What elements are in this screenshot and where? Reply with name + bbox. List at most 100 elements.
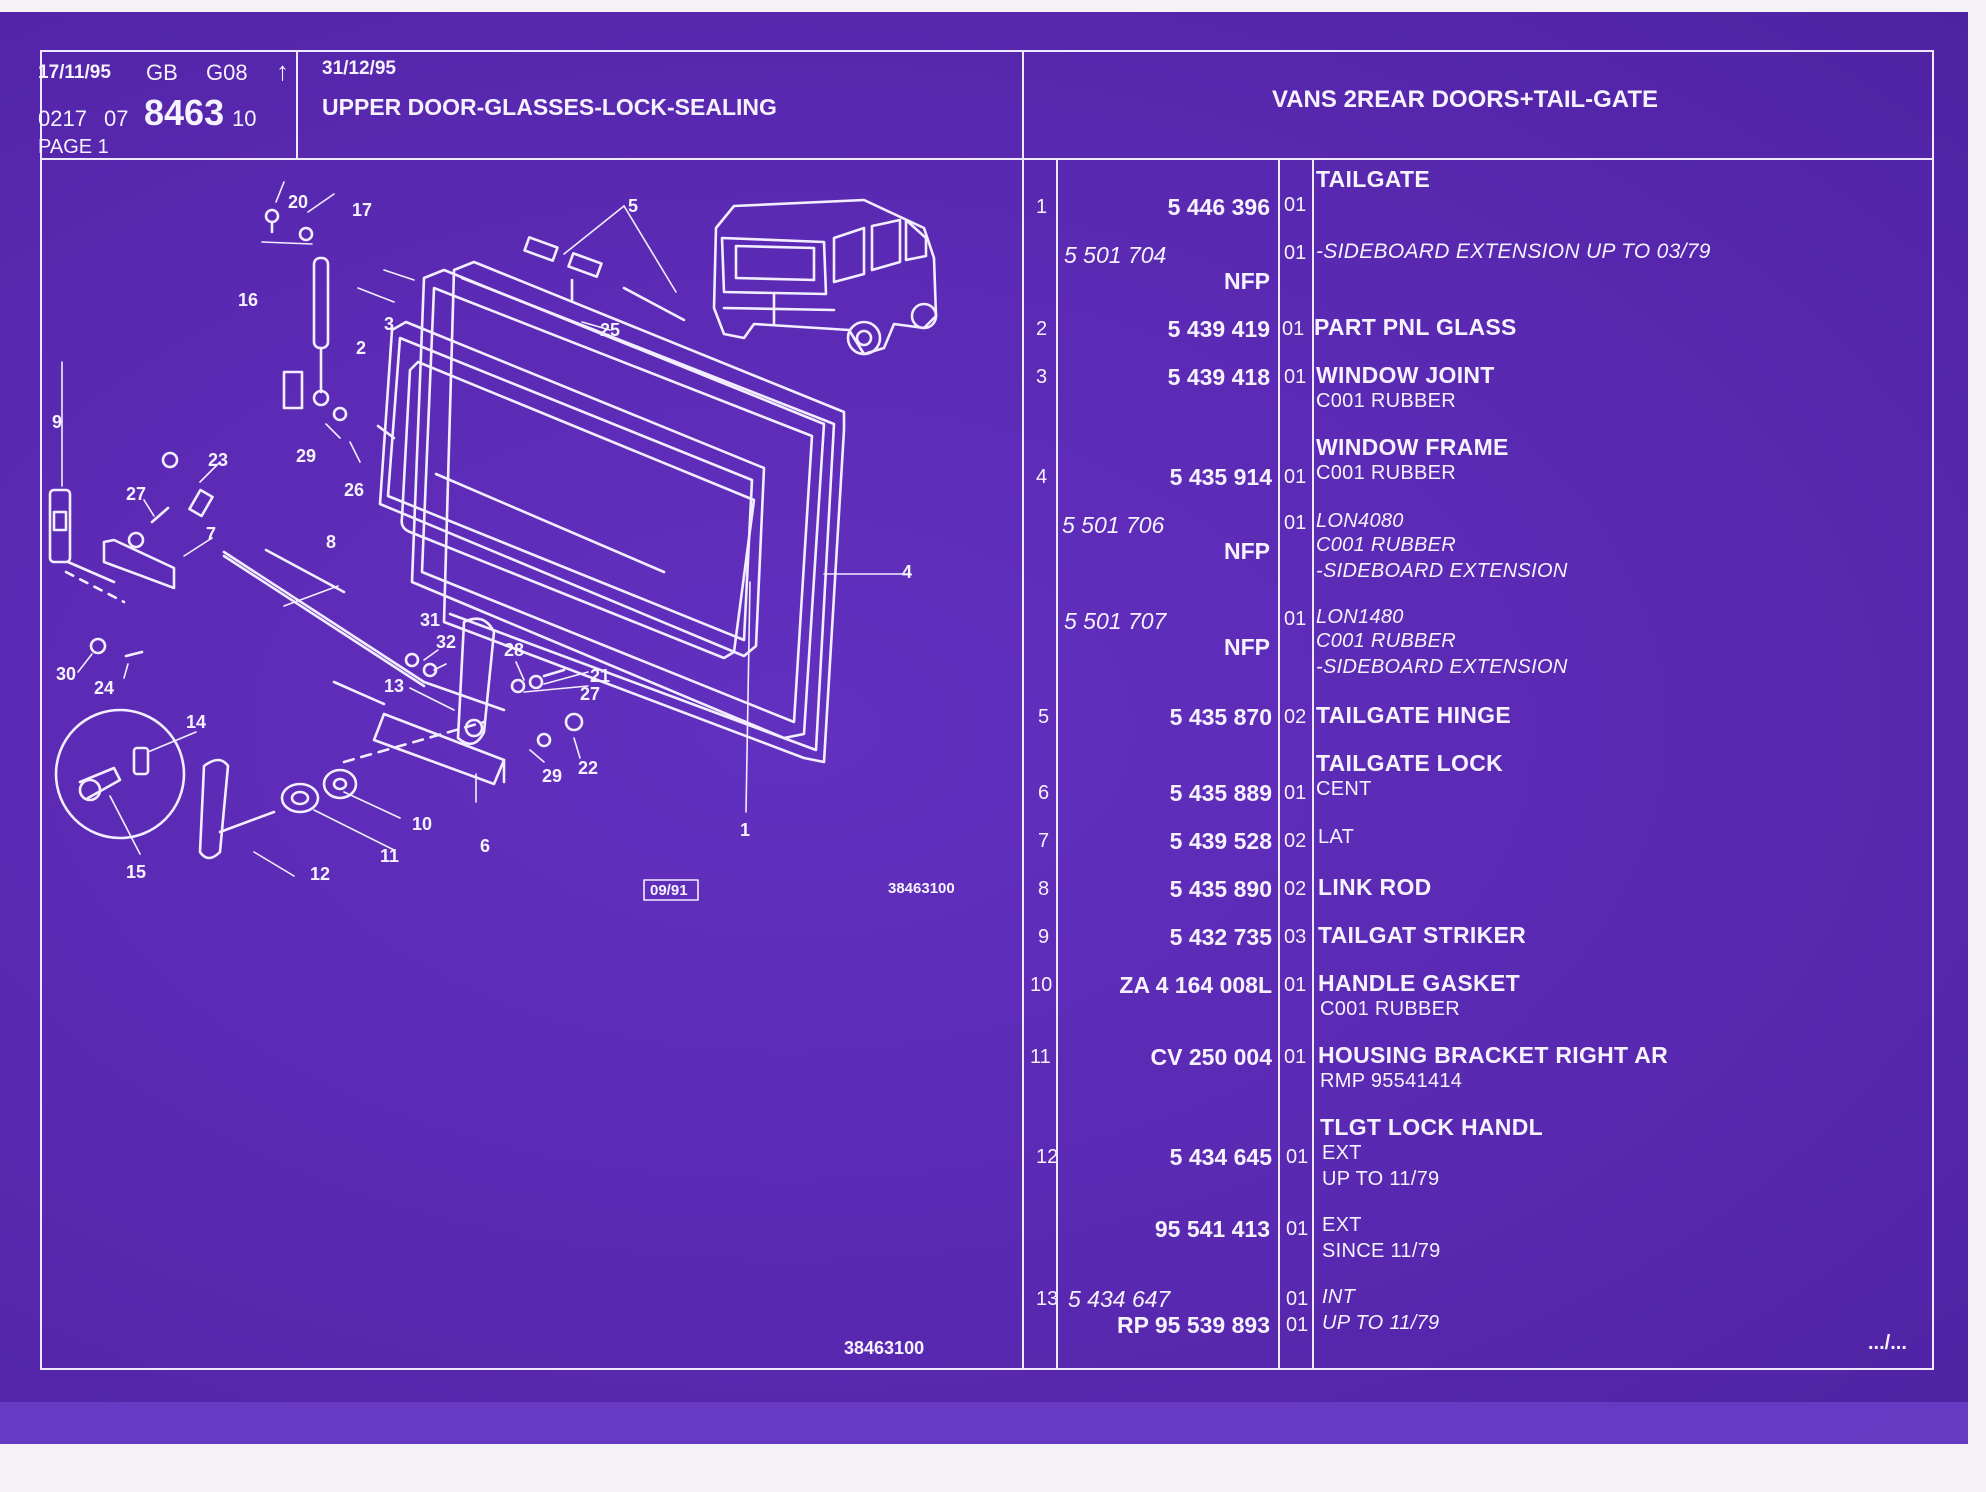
- callout-17: 17: [352, 200, 373, 220]
- leader-lines: [61, 181, 911, 877]
- ref-number: 8: [1038, 878, 1050, 900]
- callout-3: 3: [384, 314, 395, 334]
- nfp-flag: NFP: [1224, 268, 1270, 294]
- header-code-main: 8463: [144, 92, 225, 133]
- microfiche-sheet: [0, 12, 1968, 1444]
- header-divider: [40, 158, 1934, 160]
- gas-strut-icon: [264, 208, 396, 440]
- callout-8: 8: [326, 532, 337, 552]
- header-lang: GB: [146, 60, 178, 85]
- page-title: UPPER DOOR-GLASSES-LOCK-SEALING: [322, 94, 777, 120]
- quantity: 01: [1284, 194, 1307, 216]
- description: TAILGATE LOCK: [1316, 750, 1504, 776]
- description: PART PNL GLASS: [1314, 314, 1517, 340]
- description-italic: LON4080: [1316, 510, 1404, 532]
- table-col-ref: [1056, 160, 1058, 1370]
- striker-icon: [48, 488, 126, 604]
- quantity: 02: [1284, 878, 1307, 900]
- ref-number: 3: [1036, 366, 1048, 388]
- quantity: 01: [1282, 318, 1305, 340]
- main-divider: [1022, 50, 1024, 1370]
- header-group: G08: [206, 60, 248, 85]
- description: TAILGATE HINGE: [1316, 702, 1512, 728]
- description-line: SINCE 11/79: [1322, 1240, 1441, 1262]
- quantity: 01: [1286, 1146, 1309, 1168]
- lateral-lock-icon: [102, 451, 506, 712]
- hinge-icon: [523, 235, 686, 322]
- header-page: PAGE 1: [38, 136, 109, 158]
- header-vline-left: [296, 50, 298, 160]
- header-date2: 31/12/95: [322, 58, 396, 79]
- ref-number: 4: [1036, 466, 1048, 488]
- part-number: RP 95 539 893: [1116, 1312, 1270, 1338]
- callout-9: 9: [52, 412, 63, 432]
- callout-13: 13: [384, 676, 405, 696]
- part-number: 95 541 413: [1154, 1216, 1270, 1242]
- quantity: 02: [1284, 706, 1307, 728]
- model-title: VANS 2REAR DOORS+TAIL-GATE: [1272, 86, 1659, 113]
- callout-4: 4: [902, 562, 913, 582]
- van-thumbnail-icon: [712, 198, 938, 356]
- ref-number: 12: [1036, 1146, 1059, 1168]
- window-joint-icon: [378, 320, 766, 658]
- ref-number: 10: [1030, 974, 1053, 996]
- outer-frame: [40, 50, 1934, 1370]
- callout-7: 7: [206, 524, 217, 544]
- quantity: 01: [1284, 366, 1307, 388]
- callout-27: 27: [126, 484, 147, 504]
- callout-31: 31: [420, 610, 441, 630]
- description-italic: -SIDEBOARD EXTENSION: [1316, 656, 1568, 678]
- diagram-ref-bottom: 38463100: [844, 1338, 925, 1358]
- callout-2: 2: [356, 338, 367, 358]
- quantity: 01: [1286, 1314, 1309, 1336]
- description: TAILGAT STRIKER: [1318, 922, 1527, 948]
- ref-number: 7: [1038, 830, 1050, 852]
- screws-icon: [89, 506, 584, 748]
- handle-bracket-icon: [456, 617, 496, 746]
- callout-14: 14: [186, 712, 207, 732]
- quantity: 01: [1286, 1218, 1309, 1240]
- callout-25: 25: [600, 320, 621, 340]
- callout-20: 20: [288, 192, 309, 212]
- part-number: 5 432 735: [1169, 924, 1272, 950]
- ref-number: 5: [1038, 706, 1050, 728]
- part-number: CV 250 004: [1150, 1044, 1272, 1070]
- description-line: EXT: [1322, 1214, 1362, 1236]
- quantity: 01: [1284, 1046, 1307, 1068]
- callout-23: 23: [208, 450, 229, 470]
- description: TLGT LOCK HANDL: [1320, 1114, 1543, 1140]
- callout-24: 24: [94, 678, 115, 698]
- key-lock-icon: [54, 708, 186, 840]
- outer-handle-icon: [198, 758, 276, 860]
- description: LINK ROD: [1318, 874, 1432, 900]
- part-number: 5 501 704: [1064, 242, 1167, 268]
- ref-number: 2: [1036, 318, 1048, 340]
- window-frame-icon: [410, 268, 826, 740]
- callout-22: 22: [578, 758, 599, 778]
- description-italic: UP TO 11/79: [1322, 1312, 1440, 1334]
- film-edge-strip: [0, 1402, 1968, 1444]
- ref-number: 11: [1030, 1046, 1051, 1068]
- part-number: 5 501 707: [1064, 608, 1167, 634]
- description: WINDOW JOINT: [1316, 362, 1495, 388]
- callout-6: 6: [480, 836, 491, 856]
- part-number: 5 446 396: [1167, 194, 1270, 220]
- description-line: CENT: [1316, 778, 1372, 800]
- quantity: 01: [1286, 1288, 1309, 1310]
- quantity: 01: [1284, 512, 1307, 534]
- callout-29: 29: [296, 446, 317, 466]
- part-number: 5 434 645: [1169, 1144, 1272, 1170]
- date-box-label: 09/91: [650, 882, 688, 899]
- part-number: 5 439 418: [1167, 364, 1270, 390]
- quantity: 01: [1284, 782, 1307, 804]
- part-number: 5 435 889: [1169, 780, 1272, 806]
- handle-gasket-icon: [280, 768, 358, 814]
- date-box: [643, 879, 699, 901]
- part-number: ZA 4 164 008L: [1119, 972, 1272, 998]
- quantity: 02: [1284, 830, 1307, 852]
- description-italic: INT: [1322, 1286, 1356, 1308]
- part-number: 5 439 528: [1169, 828, 1272, 854]
- ref-number: 6: [1038, 782, 1050, 804]
- callout-28: 28: [504, 640, 525, 660]
- header-code-c: 10: [232, 106, 257, 131]
